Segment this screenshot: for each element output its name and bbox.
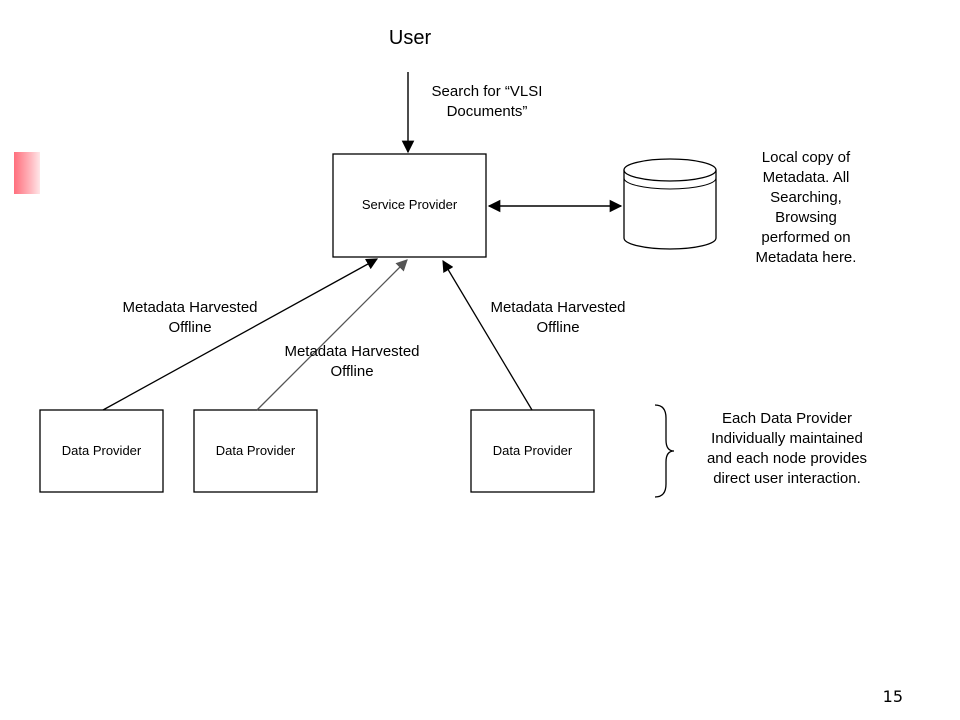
harvest-label-right: Metadata Harvested Offline <box>468 298 648 338</box>
harvest-label-right-line-1: Metadata Harvested <box>490 299 626 316</box>
harvest-label-middle: Metadata Harvested Offline <box>262 342 442 382</box>
harvest-label-middle-line-1: Metadata Harvested <box>284 343 420 360</box>
data-provider-label-1: Data Provider <box>61 443 142 458</box>
metadata-note-line-6: Metadata here. <box>755 249 857 266</box>
metadata-note: Local copy of Metadata. All Searching, B… <box>736 148 876 268</box>
metadata-note-line-1: Local copy of <box>761 149 851 166</box>
service-provider-label: Service Provider <box>361 197 458 212</box>
data-provider-note: Each Data Provider Individually maintain… <box>684 409 890 489</box>
metadata-note-line-5: performed on <box>761 229 851 246</box>
data-provider-note-line-4: direct user interaction. <box>713 470 861 487</box>
metadata-note-line-4: Browsing <box>775 209 837 226</box>
search-label-line-2: Documents” <box>446 103 528 120</box>
page-number: 15 <box>882 687 903 706</box>
curly-brace-icon <box>654 404 675 498</box>
metadata-note-line-2: Metadata. All <box>762 169 850 186</box>
harvest-arrow-middle <box>256 259 408 411</box>
user-label: User <box>388 27 432 49</box>
harvest-label-left-line-1: Metadata Harvested <box>122 299 258 316</box>
harvest-label-left-line-2: Offline <box>168 319 212 336</box>
data-provider-note-line-2: Individually maintained <box>711 430 863 447</box>
harvest-arrow-right <box>442 259 533 411</box>
slide-accent-bar <box>14 152 40 194</box>
harvest-arrow-left <box>102 258 379 411</box>
data-provider-label-2: Data Provider <box>215 443 296 458</box>
harvest-label-left: Metadata Harvested Offline <box>100 298 280 338</box>
harvest-label-middle-line-2: Offline <box>330 363 374 380</box>
harvest-label-right-line-2: Offline <box>536 319 580 336</box>
data-provider-note-line-1: Each Data Provider <box>721 410 853 427</box>
data-provider-label-3: Data Provider <box>492 443 573 458</box>
data-provider-box-1 <box>39 409 164 493</box>
search-label-line-1: Search for “VLSI <box>431 83 543 100</box>
metadata-note-line-3: Searching, <box>770 189 842 206</box>
data-provider-box-3 <box>470 409 595 493</box>
search-label: Search for “VLSI Documents” <box>412 82 562 122</box>
service-provider-box <box>332 153 487 258</box>
data-provider-box-2 <box>193 409 318 493</box>
metadata-database-icon <box>623 158 717 250</box>
data-provider-note-line-3: and each node provides <box>706 450 868 467</box>
